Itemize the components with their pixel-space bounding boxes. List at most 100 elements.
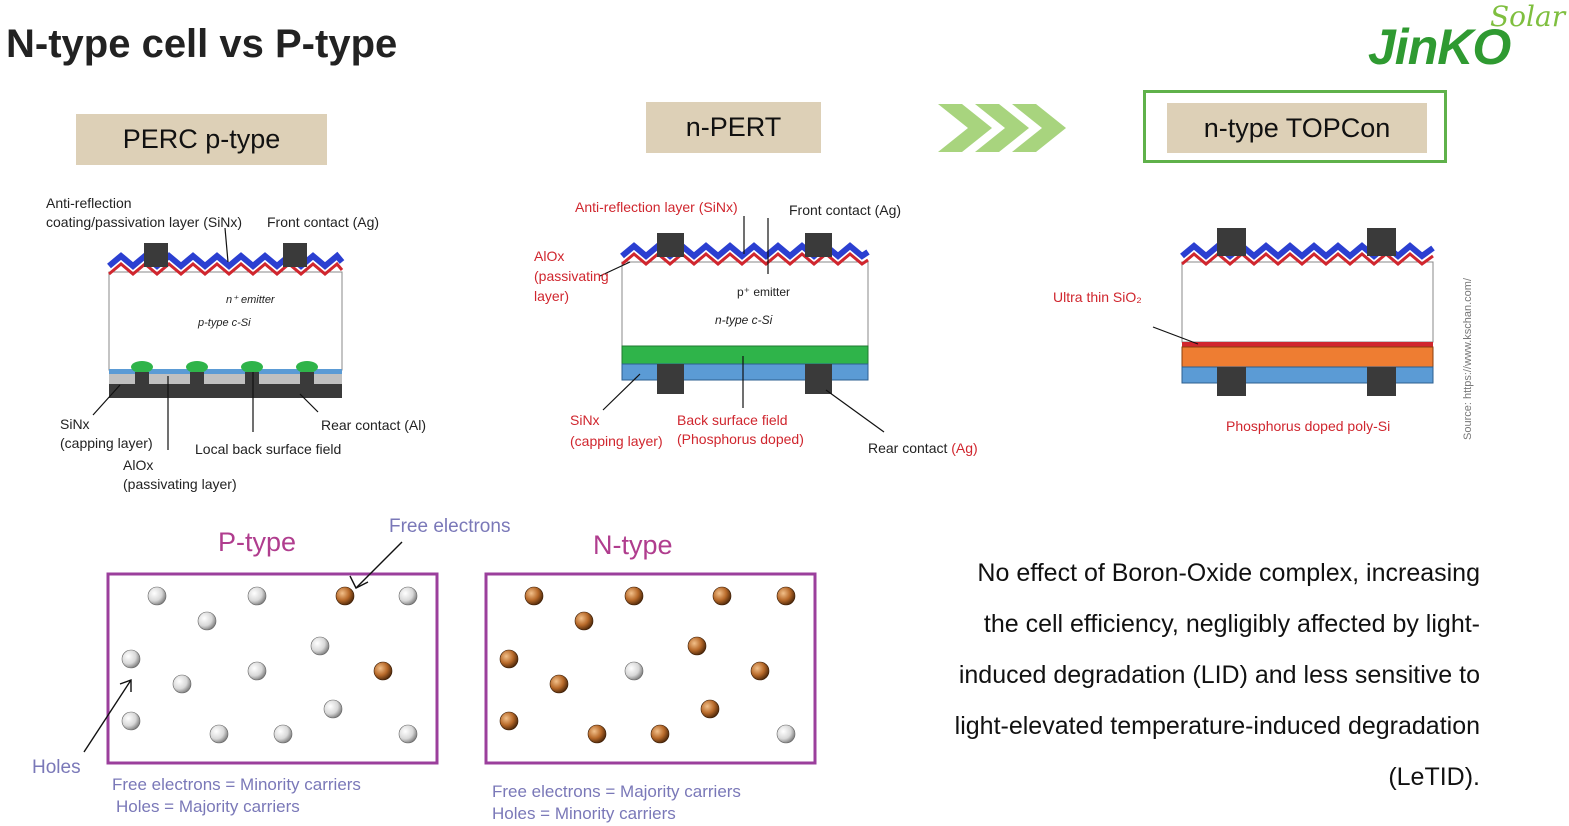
npert-tag: n-PERT <box>646 102 821 153</box>
electron-particle <box>624 586 644 606</box>
p-note-1: Free electrons = Minority carriers <box>112 775 361 794</box>
hole-particle <box>624 661 644 681</box>
hole-particle <box>776 724 796 744</box>
electron-particle <box>524 586 544 606</box>
hole-particle <box>273 724 293 744</box>
npert-cell-diagram <box>599 216 885 433</box>
npert-sinx-label: SiNx <box>570 412 600 428</box>
perc-rear-contact-label: Rear contact (Al) <box>321 417 427 433</box>
perc-sinx-label: SiNx <box>60 416 90 432</box>
npert-rear-contact <box>805 364 832 394</box>
perc-lbsf-label: Local back surface field <box>195 441 342 457</box>
n-type-title: N-type <box>593 530 673 560</box>
n-type-particles <box>499 586 796 744</box>
p-type-particles <box>121 586 418 744</box>
description-line: No effect of Boron-Oxide complex, increa… <box>977 559 1480 587</box>
topcon-emitter-layer <box>1181 252 1434 266</box>
electron-particle <box>499 711 519 731</box>
hole-particle <box>147 586 167 606</box>
perc-alox-rear <box>109 374 342 384</box>
hole-particle <box>172 674 192 694</box>
topcon-poly-layer <box>1181 346 1434 368</box>
npert-emitter-layer <box>621 252 869 266</box>
logo-brand: JinKO <box>1368 19 1511 75</box>
holes-label: Holes <box>32 757 81 778</box>
topcon-tag: n-type TOPCon <box>1167 103 1427 153</box>
npert-rear-contact-label: Rear contact (Ag) <box>868 438 978 458</box>
description-line: light-elevated temperature-induced degra… <box>954 712 1480 740</box>
npert-rear-contact-text: Rear contact <box>868 440 948 456</box>
p-type-box <box>106 572 439 765</box>
hole-particle <box>310 636 330 656</box>
perc-front-contact-label: Front contact (Ag) <box>267 214 380 230</box>
electron-particle <box>549 674 569 694</box>
topcon-rear-contact <box>1367 367 1396 396</box>
n-type-box <box>484 572 817 765</box>
n-note-2: Holes = Minority carriers <box>492 804 676 823</box>
npert-anti-reflection-label: Anti-reflection layer (SiNx) <box>575 199 738 215</box>
perc-sinx-rear <box>109 369 342 374</box>
npert-bsf-label: Back surface field <box>677 412 788 428</box>
hole-particle <box>121 711 141 731</box>
electron-particle <box>750 661 770 681</box>
electron-particle <box>587 724 607 744</box>
hole-particle <box>323 699 343 719</box>
topcon-front-contact <box>1367 228 1396 256</box>
topcon-sio2-layer <box>1182 342 1433 347</box>
hole-particle <box>209 724 229 744</box>
perc-front-contact <box>144 243 168 267</box>
electron-particle <box>499 649 519 669</box>
p-note-2: Holes = Majority carriers <box>116 797 300 816</box>
perc-rear-contact <box>109 384 342 398</box>
npert-rear-contact-ag: (Ag) <box>951 440 978 456</box>
logo-sub: Solar <box>1490 0 1566 33</box>
source-credit: Source: https://www.kschan.com/ <box>1462 277 1474 440</box>
free-electrons-label: Free electrons <box>389 516 511 537</box>
perc-emitter-label: n⁺ emitter <box>226 294 275 306</box>
electron-particle <box>700 699 720 719</box>
hole-particle <box>247 661 267 681</box>
perc-anti-reflection-label-2: coating/passivation layer (SiNx) <box>46 214 243 230</box>
description-text: No effect of Boron-Oxide complex, increa… <box>870 548 1480 803</box>
electron-particle <box>574 611 594 631</box>
n-note-1: Free electrons = Majority carriers <box>492 782 741 801</box>
npert-sinx-label-2: (capping layer) <box>570 433 663 449</box>
description-line: the cell efficiency, negligibly affected… <box>983 610 1480 638</box>
electron-particle <box>373 661 393 681</box>
npert-alox-label-3: layer) <box>534 288 570 304</box>
npert-bulk-label: n-type c-Si <box>715 313 773 327</box>
hole-particle <box>398 586 418 606</box>
hole-particle <box>121 649 141 669</box>
topcon-rear-contact <box>1217 367 1246 396</box>
electron-particle <box>687 636 707 656</box>
perc-alox-label: AlOx <box>123 457 154 473</box>
perc-bulk-label: p-type c-Si <box>198 317 251 329</box>
npert-front-contact-label: Front contact (Ag) <box>789 202 902 218</box>
npert-emitter-label: p⁺ emitter <box>737 285 791 299</box>
electron-particle <box>776 586 796 606</box>
hole-particle <box>247 586 267 606</box>
hole-particle <box>398 724 418 744</box>
perc-anti-reflection-label: Anti-reflection <box>46 195 132 211</box>
description-line: induced degradation (LID) and less sensi… <box>958 661 1480 689</box>
perc-front-contact <box>283 243 307 267</box>
npert-front-contact <box>657 233 684 257</box>
electron-particle <box>650 724 670 744</box>
topcon-poly-label: Phosphorus doped poly-Si <box>1226 418 1391 434</box>
npert-alox-label: AlOx <box>534 248 565 264</box>
topcon-highlight-frame <box>1143 90 1447 163</box>
topcon-front-contact <box>1217 228 1246 256</box>
perc-emitter-layer <box>108 261 344 276</box>
electron-particle <box>712 586 732 606</box>
npert-alox-label-2: (passivating <box>534 268 609 284</box>
perc-tag: PERC p-type <box>76 114 327 165</box>
npert-rear-contact <box>657 364 684 394</box>
npert-bsf-label-2: (Phosphorus doped) <box>677 431 804 447</box>
perc-sinx-label-2: (capping layer) <box>60 435 153 451</box>
npert-front-contact <box>805 233 832 257</box>
chevron-arrows-icon <box>938 104 1066 152</box>
perc-lbsf <box>131 361 318 373</box>
p-type-title: P-type <box>218 527 297 557</box>
description-line: (LeTID). <box>1388 763 1480 791</box>
